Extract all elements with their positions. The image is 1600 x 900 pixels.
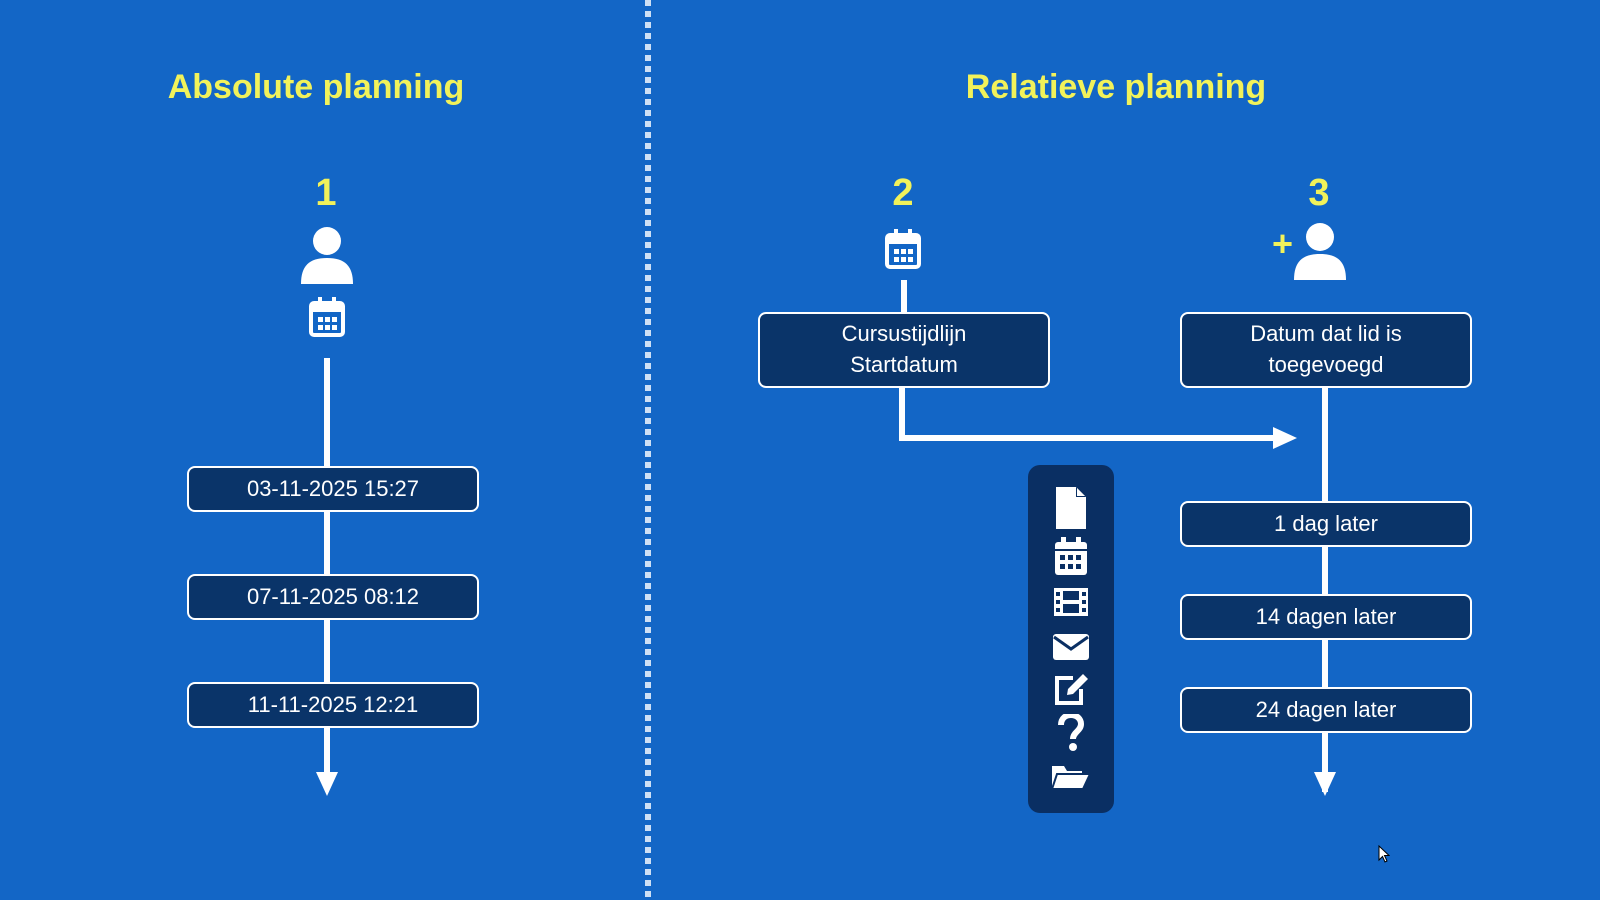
- folder-icon[interactable]: [1052, 762, 1090, 790]
- step2-connector-horizontal: [899, 435, 1279, 441]
- member-added-date-box: Datum dat lid is toegevoegd: [1180, 312, 1472, 388]
- step-number-2: 2: [892, 172, 914, 214]
- step2-connector-down: [899, 388, 905, 438]
- calendar-icon[interactable]: [1055, 537, 1087, 575]
- film-icon[interactable]: [1054, 588, 1088, 616]
- absolute-timeline-arrowhead: [316, 772, 338, 796]
- offset-box-3: 24 dagen later: [1180, 687, 1472, 733]
- course-start-date-line1: Cursustijdlijn: [841, 321, 967, 347]
- course-start-date-line2: Startdatum: [850, 352, 958, 377]
- section-divider: [645, 0, 651, 900]
- question-icon[interactable]: [1058, 714, 1084, 752]
- step-number-1: 1: [315, 172, 337, 214]
- plus-sign: +: [1272, 223, 1294, 264]
- calendar-icon: [309, 297, 345, 337]
- add-user-icon: [1294, 222, 1346, 280]
- offset-box-2: 14 dagen later: [1180, 594, 1472, 640]
- member-added-date-line1: Datum dat lid is: [1250, 321, 1402, 347]
- offset-box-1: 1 dag later: [1180, 501, 1472, 547]
- step-number-3: 3: [1308, 172, 1330, 214]
- absolute-date-box-1: 03-11-2025 15:27: [187, 466, 479, 512]
- edit-icon[interactable]: [1053, 673, 1089, 707]
- relative-timeline-arrowhead: [1314, 772, 1336, 796]
- member-added-date-line2: toegevoegd: [1268, 352, 1384, 377]
- step2-connector-top: [901, 280, 907, 314]
- envelope-icon[interactable]: [1053, 634, 1089, 660]
- course-start-date-box: Cursustijdlijn Startdatum: [758, 312, 1050, 388]
- document-icon[interactable]: [1056, 487, 1086, 529]
- user-icon: [301, 226, 353, 284]
- absolute-date-box-2: 07-11-2025 08:12: [187, 574, 479, 620]
- connector-arrowhead: [1273, 427, 1297, 449]
- relative-planning-title: Relatieve planning: [965, 68, 1267, 106]
- absolute-timeline-line: [324, 358, 330, 776]
- absolute-planning-title: Absolute planning: [167, 68, 465, 106]
- absolute-date-box-3: 11-11-2025 12:21: [187, 682, 479, 728]
- relative-timeline-line: [1322, 388, 1328, 792]
- mouse-cursor-icon: [1378, 845, 1390, 863]
- calendar-icon: [885, 229, 921, 269]
